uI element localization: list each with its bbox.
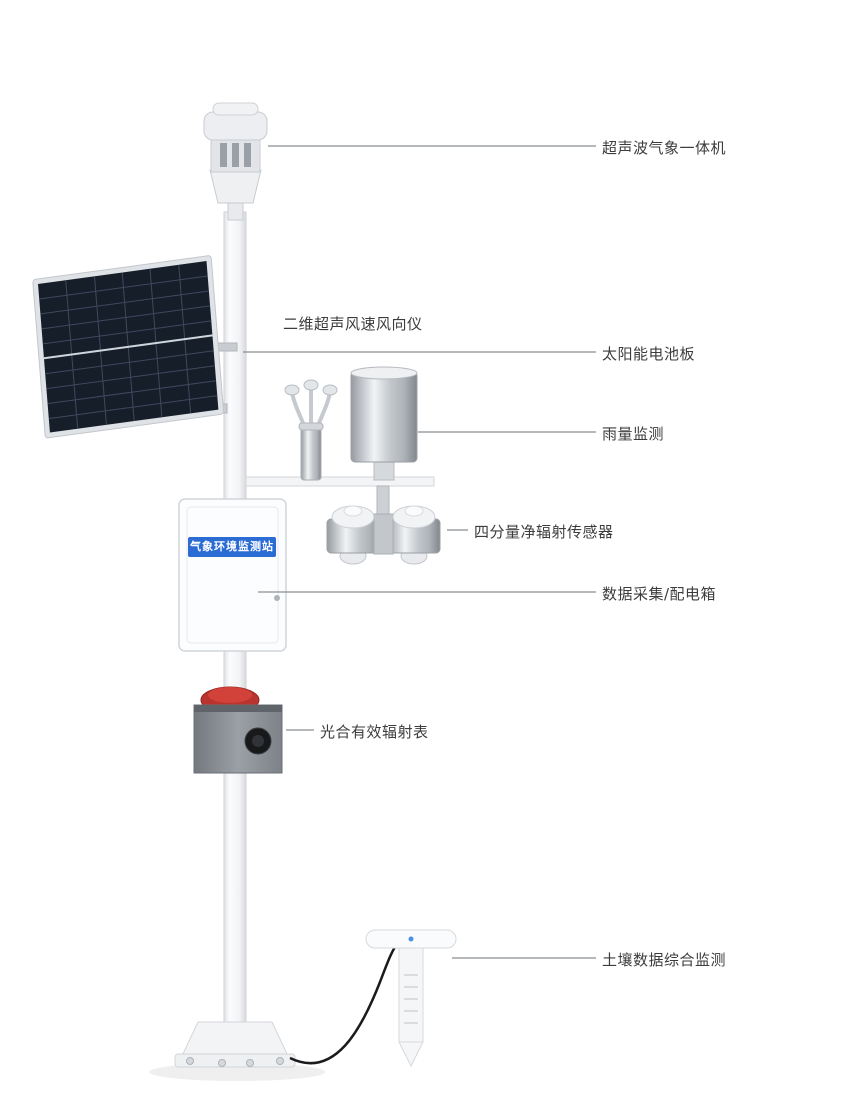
net-radiation-sensor xyxy=(326,485,441,565)
label-data-box: 数据采集/配电箱 xyxy=(602,585,717,603)
ultrasonic-weather-sensor xyxy=(203,102,268,221)
label-par-sensor: 光合有效辐射表 xyxy=(320,723,429,741)
soil-sensor-cable xyxy=(289,940,400,1065)
label-solar-panel: 太阳能电池板 xyxy=(602,345,696,363)
rain-gauge xyxy=(350,366,418,481)
label-wind-sensor: 二维超声风速风向仪 xyxy=(283,315,423,333)
label-rain-gauge: 雨量监测 xyxy=(602,425,665,443)
data-collection-box xyxy=(178,498,287,652)
label-ultrasonic-sensor: 超声波气象一体机 xyxy=(602,139,727,157)
station-name-plate: 气象环境监测站 xyxy=(188,537,276,557)
label-soil-sensor: 土壤数据综合监测 xyxy=(602,951,727,969)
leader-lines xyxy=(243,145,596,959)
solar-panel xyxy=(32,255,238,439)
cross-arm-shelf xyxy=(245,476,435,487)
label-radiation-sensor: 四分量净辐射传感器 xyxy=(474,523,614,541)
pole-base xyxy=(149,1021,325,1081)
soil-sensor xyxy=(289,929,457,1068)
par-sensor xyxy=(193,686,283,774)
wind-sensor xyxy=(284,379,338,481)
